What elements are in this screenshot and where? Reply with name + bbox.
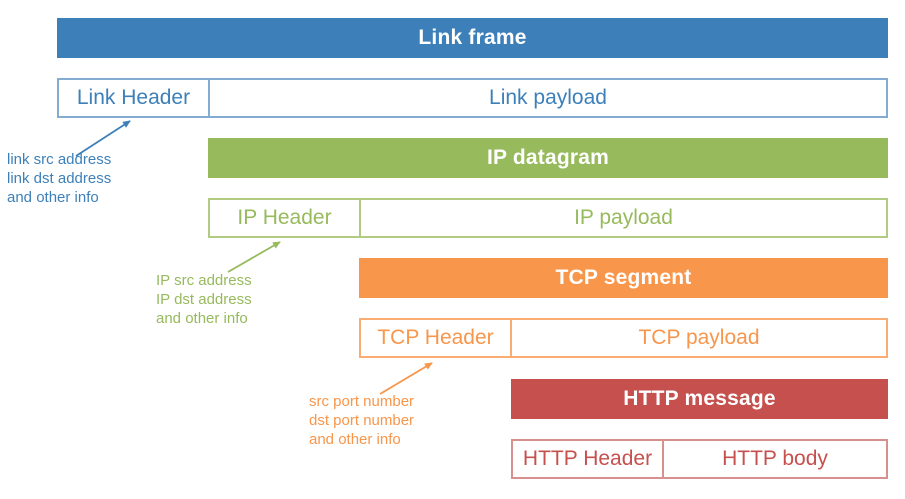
http-body-label: HTTP body xyxy=(722,447,828,470)
http-header-label: HTTP Header xyxy=(522,447,653,470)
ip-payload-label: IP payload xyxy=(574,206,673,229)
ip-annotation-line-2: IP dst address xyxy=(156,291,252,308)
http-header-body-box: HTTP Header HTTP body xyxy=(511,439,888,479)
tcp-annotation-line-1: src port number xyxy=(309,393,415,410)
ip-datagram-label: IP datagram xyxy=(486,146,610,169)
http-header-cell: HTTP Header xyxy=(513,441,664,477)
link-payload-cell: Link payload xyxy=(210,80,886,116)
ip-datagram-bar: IP datagram xyxy=(208,138,888,178)
link-annotation-line-3: and other info xyxy=(7,189,99,206)
ip-header-label: IP Header xyxy=(237,206,332,229)
tcp-payload-label: TCP payload xyxy=(638,326,760,349)
tcp-header-label: TCP Header xyxy=(377,326,494,349)
link-annotation-line-2: link dst address xyxy=(7,170,112,187)
link-annotation-line-1: link src address xyxy=(7,151,112,168)
ip-annotation-line-1: IP src address xyxy=(156,272,252,289)
tcp-annotation-line-2: dst port number xyxy=(309,412,415,429)
tcp-payload-cell: TCP payload xyxy=(512,320,886,356)
ip-header-cell: IP Header xyxy=(210,200,361,236)
tcp-segment-label: TCP segment xyxy=(555,266,692,289)
tcp-annotation-line-3: and other info xyxy=(309,431,401,448)
link-annotation: link src address link dst address and ot… xyxy=(7,150,111,207)
tcp-annotation: src port number dst port number and othe… xyxy=(309,392,414,449)
link-frame-bar: Link frame xyxy=(57,18,888,58)
tcp-segment-bar: TCP segment xyxy=(359,258,888,298)
tcp-annotation-arrow xyxy=(379,362,433,395)
ip-annotation: IP src address IP dst address and other … xyxy=(156,271,252,328)
tcp-header-cell: TCP Header xyxy=(361,320,512,356)
link-header-payload-box: Link Header Link payload xyxy=(57,78,888,118)
link-payload-label: Link payload xyxy=(489,86,607,109)
link-header-cell: Link Header xyxy=(59,80,210,116)
ip-payload-cell: IP payload xyxy=(361,200,886,236)
link-frame-label: Link frame xyxy=(418,26,527,49)
http-message-bar: HTTP message xyxy=(511,379,888,419)
http-body-cell: HTTP body xyxy=(664,441,886,477)
ip-header-payload-box: IP Header IP payload xyxy=(208,198,888,238)
ip-annotation-line-3: and other info xyxy=(156,310,248,327)
http-message-label: HTTP message xyxy=(623,387,776,410)
link-header-label: Link Header xyxy=(76,86,191,109)
ip-annotation-arrow xyxy=(227,241,281,273)
tcp-header-payload-box: TCP Header TCP payload xyxy=(359,318,888,358)
